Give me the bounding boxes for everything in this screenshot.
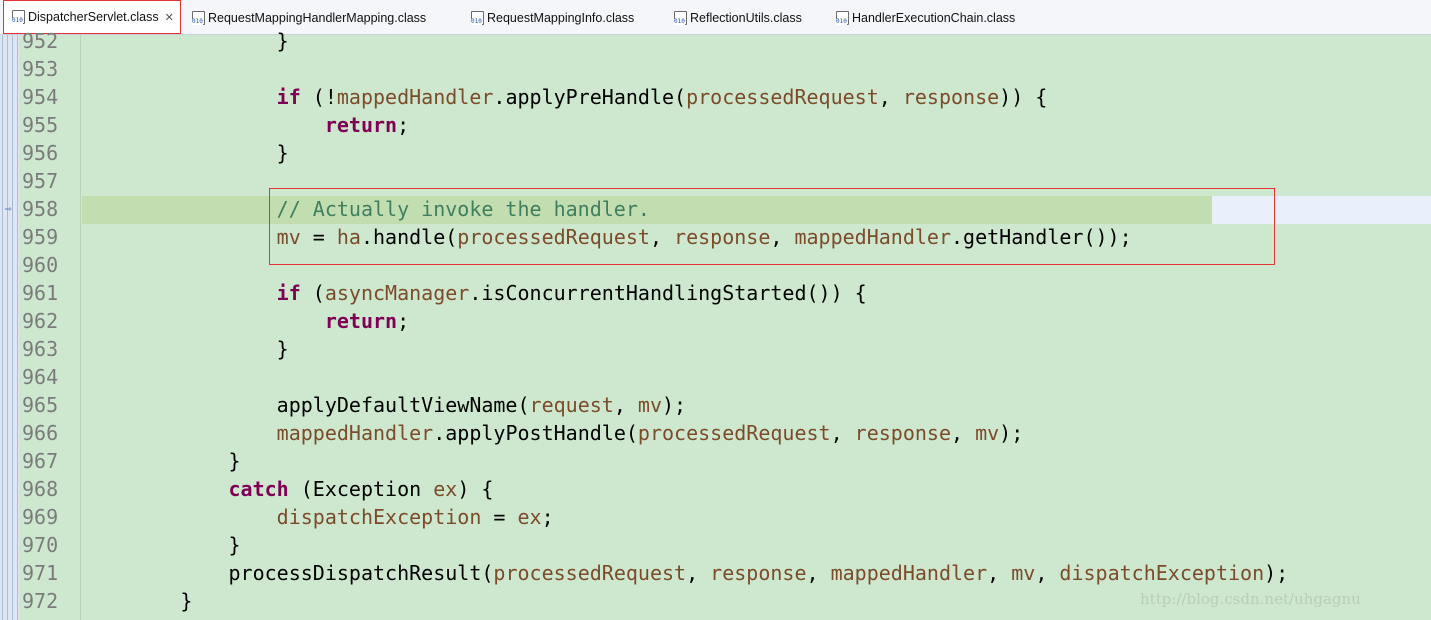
code-text: } xyxy=(84,337,289,361)
line-number: 969 xyxy=(22,505,59,529)
code-line: 961 if (asyncManager.isConcurrentHandlin… xyxy=(0,279,1431,307)
line-number: 953 xyxy=(22,57,59,81)
line-number: 967 xyxy=(22,449,59,473)
tab-requestmappinginfo[interactable]: RequestMappingInfo.class xyxy=(471,8,634,28)
tab-reflectionutils[interactable]: ReflectionUtils.class xyxy=(674,8,802,28)
line-number: 958 xyxy=(22,197,59,221)
code-line: 967 } xyxy=(0,447,1431,475)
line-number: 952 xyxy=(22,29,59,53)
code-line: 970 } xyxy=(0,531,1431,559)
code-text: dispatchException = ex; xyxy=(276,505,554,529)
code-line: 954 if (!mappedHandler.applyPreHandle(pr… xyxy=(0,83,1431,111)
code-text: return; xyxy=(324,309,410,333)
code-line: 953 xyxy=(0,55,1431,83)
code-line: 956 } xyxy=(0,139,1431,167)
current-line-highlight xyxy=(82,196,1212,224)
code-line: 952 } xyxy=(0,27,1431,55)
code-line: 968 catch (Exception ex) { xyxy=(0,475,1431,503)
code-line: 964 xyxy=(0,363,1431,391)
code-text: // Actually invoke the handler. xyxy=(276,197,650,221)
line-number: 972 xyxy=(22,589,59,613)
code-text: return; xyxy=(324,113,410,137)
current-line-highlight-tail xyxy=(1212,196,1431,224)
line-number: 964 xyxy=(22,365,59,389)
line-number: 971 xyxy=(22,561,59,585)
code-text: applyDefaultViewName(request, mv); xyxy=(84,393,687,417)
code-line: 966 mappedHandler.applyPostHandle(proces… xyxy=(0,419,1431,447)
code-line: 957 xyxy=(0,167,1431,195)
line-number: 954 xyxy=(22,85,59,109)
overview-ruler[interactable] xyxy=(0,35,19,620)
tab-label: ReflectionUtils.class xyxy=(690,11,802,25)
close-icon[interactable]: ✕ xyxy=(164,11,174,24)
code-line: 971 processDispatchResult(processedReque… xyxy=(0,559,1431,587)
class-file-icon xyxy=(12,10,25,24)
code-line: 962 return; xyxy=(0,307,1431,335)
class-file-icon xyxy=(836,11,849,25)
code-text: } xyxy=(84,141,289,165)
code-text: if (!mappedHandler.applyPreHandle(proces… xyxy=(276,85,1048,109)
tab-dispatcherservlet[interactable]: DispatcherServlet.class ✕ xyxy=(3,0,181,34)
code-editor[interactable]: 952 } 953 954 if (!mappedHandler.applyPr… xyxy=(0,27,1431,615)
code-text: } xyxy=(84,589,193,613)
line-number: 968 xyxy=(22,477,59,501)
line-number: 962 xyxy=(22,309,59,333)
class-file-icon xyxy=(471,11,484,25)
code-line: 969 dispatchException = ex; xyxy=(0,503,1431,531)
editor-tab-bar: DispatcherServlet.class ✕ RequestMapping… xyxy=(0,0,1431,35)
code-text: } xyxy=(84,533,241,557)
code-line: 965 applyDefaultViewName(request, mv); xyxy=(0,391,1431,419)
line-number: 957 xyxy=(22,169,59,193)
watermark: http://blog.csdn.net/uhgagnu xyxy=(1140,590,1361,608)
code-line: 963 } xyxy=(0,335,1431,363)
tab-label: DispatcherServlet.class xyxy=(28,10,159,24)
code-text: mappedHandler.applyPostHandle(processedR… xyxy=(276,421,1024,445)
class-file-icon xyxy=(674,11,687,25)
current-line-arrow-icon: ⇨ xyxy=(5,202,12,215)
code-line: 955 return; xyxy=(0,111,1431,139)
line-number: 955 xyxy=(22,113,59,137)
line-number: 963 xyxy=(22,337,59,361)
line-number: 956 xyxy=(22,141,59,165)
code-text: processDispatchResult(processedRequest, … xyxy=(84,561,1289,585)
code-line: 958 // Actually invoke the handler. xyxy=(0,195,1431,223)
tab-label: RequestMappingHandlerMapping.class xyxy=(208,11,427,25)
code-line: 972 } xyxy=(0,587,1431,615)
code-text: catch (Exception ex) { xyxy=(228,477,494,501)
tab-label: RequestMappingInfo.class xyxy=(487,11,635,25)
tab-handlerexecutionchain[interactable]: HandlerExecutionChain.class xyxy=(836,8,1015,28)
code-text: } xyxy=(84,449,241,473)
line-number: 960 xyxy=(22,253,59,277)
line-number: 961 xyxy=(22,281,59,305)
code-text: mv = ha.handle(processedRequest, respons… xyxy=(276,225,1132,249)
code-line-current: 959 mv = ha.handle(processedRequest, res… xyxy=(0,223,1431,251)
line-number-divider xyxy=(80,35,81,620)
code-line: 960 xyxy=(0,251,1431,279)
code-text: if (asyncManager.isConcurrentHandlingSta… xyxy=(276,281,867,305)
tab-label: HandlerExecutionChain.class xyxy=(852,11,1016,25)
class-file-icon xyxy=(192,11,205,25)
line-number: 970 xyxy=(22,533,59,557)
code-text: } xyxy=(84,29,289,53)
line-number: 965 xyxy=(22,393,59,417)
line-number: 966 xyxy=(22,421,59,445)
line-number: 959 xyxy=(22,225,59,249)
annotation-highlight-box xyxy=(269,188,1275,265)
tab-requestmappinghandlermapping[interactable]: RequestMappingHandlerMapping.class xyxy=(192,8,426,28)
